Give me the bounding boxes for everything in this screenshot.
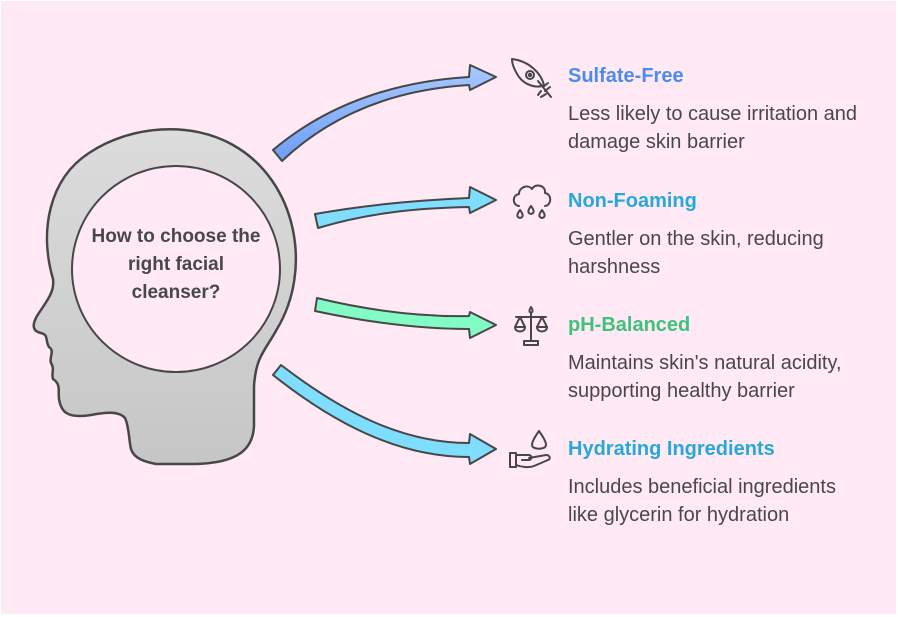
item-title: pH-Balanced	[568, 314, 691, 336]
item-description: Gentler on the skin, reducing harshness	[568, 228, 824, 278]
item-description: Less likely to cause irritation and dama…	[568, 103, 858, 153]
balance-scale-icon	[514, 306, 548, 346]
arrow-sulfate-free	[272, 64, 497, 162]
rain-cloud-icon	[512, 184, 552, 219]
item-non-foaming: Non-Foaming Gentler on the skin, reducin…	[568, 189, 868, 281]
arrow-ph-balanced	[314, 297, 497, 339]
item-description: Includes beneficial ingredients like gly…	[568, 476, 836, 526]
item-title: Non-Foaming	[568, 190, 697, 212]
item-ph-balanced: pH-Balanced Maintains skin's natural aci…	[568, 313, 843, 405]
item-sulfate-free: Sulfate-Free Less likely to cause irrita…	[568, 64, 868, 156]
water-drop-hand-icon	[509, 430, 551, 469]
arrow-non-foaming	[314, 186, 497, 229]
arrow-hydrating-ingredients	[272, 364, 497, 465]
thought-circle	[71, 165, 281, 373]
item-title: Sulfate-Free	[568, 65, 684, 87]
item-description: Maintains skin's natural acidity, suppor…	[568, 352, 842, 402]
item-title: Hydrating Ingredients	[568, 438, 775, 460]
item-hydrating-ingredients: Hydrating Ingredients Includes beneficia…	[568, 437, 853, 529]
center-question: How to choose the right facial cleanser?	[91, 226, 261, 303]
feather-icon	[511, 58, 552, 98]
